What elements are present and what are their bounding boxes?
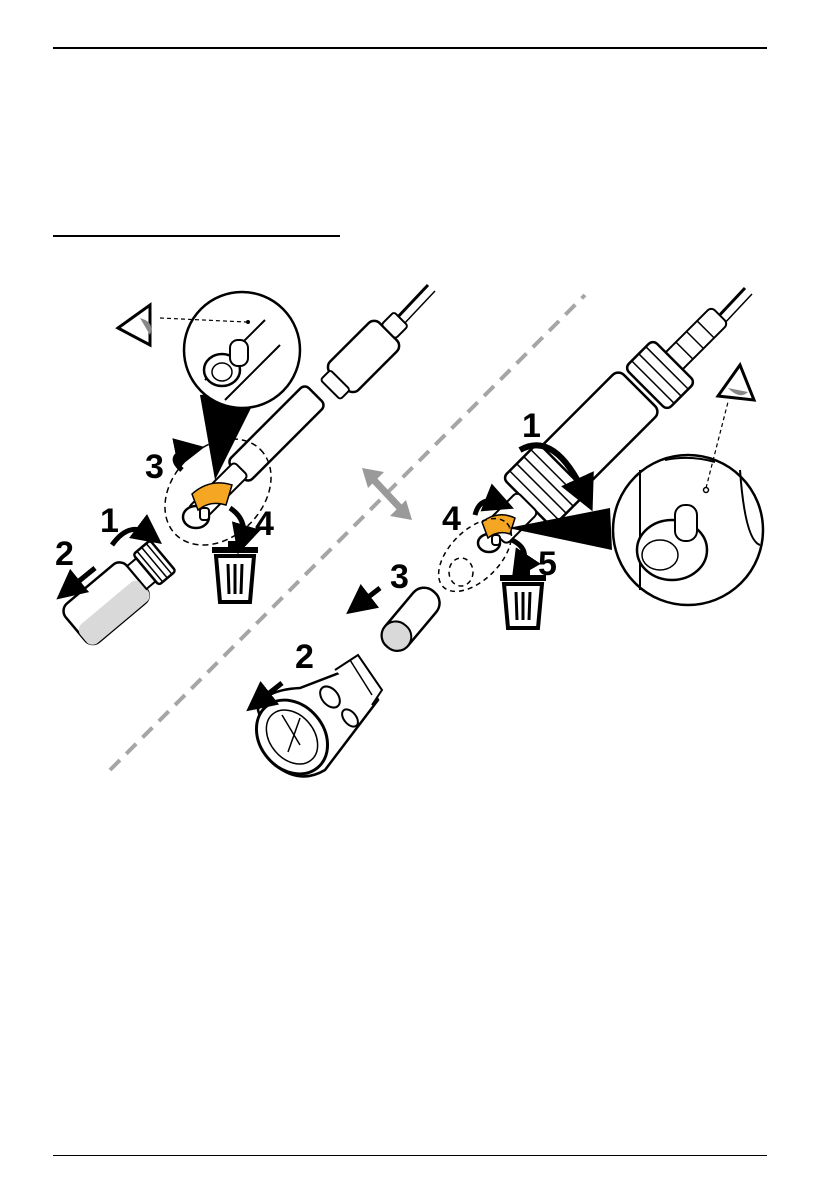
- step-number: 4: [255, 505, 274, 543]
- step-number: 5: [538, 545, 557, 583]
- eye-icon: [718, 365, 754, 400]
- step-number: 1: [100, 502, 119, 540]
- sleeve-cylinder: [376, 582, 445, 656]
- trash-icon: [212, 541, 258, 602]
- pull-arrow-icon: [358, 588, 380, 605]
- probe-connector: [316, 305, 415, 404]
- step-number: 4: [442, 500, 461, 538]
- eye-icon: [118, 305, 151, 345]
- step-number: 3: [390, 558, 409, 596]
- storage-bottle: [59, 536, 178, 648]
- rotate-arrow-icon: [175, 450, 190, 470]
- left-panel: 1 2 3 4: [55, 285, 435, 648]
- rotate-arrow-icon: [512, 540, 525, 568]
- step-number: 2: [295, 638, 314, 676]
- step-number: 1: [522, 407, 541, 445]
- right-panel: 1 2 3 4 5: [242, 288, 763, 788]
- step-number: 2: [55, 535, 74, 573]
- magnified-view: [160, 292, 300, 408]
- sensor-tip: [183, 506, 209, 528]
- step-number: 3: [145, 448, 164, 486]
